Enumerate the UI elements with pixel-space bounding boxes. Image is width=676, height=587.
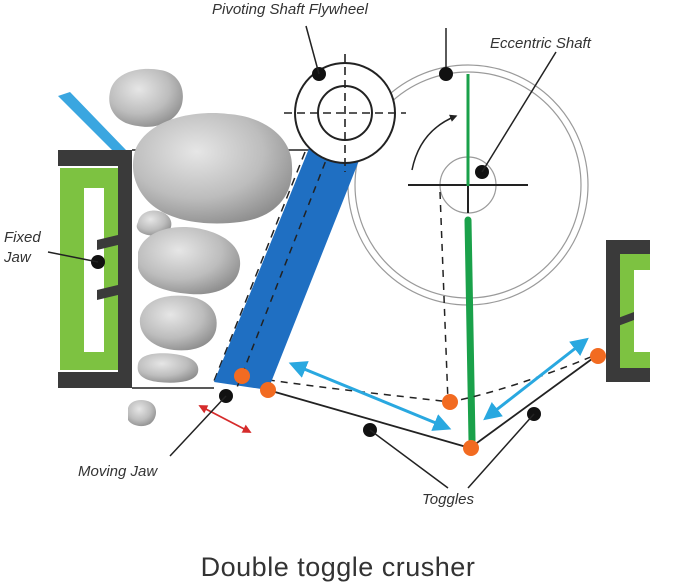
rotation-arrow	[411, 114, 458, 171]
leader-pivoting-shaft	[305, 25, 320, 75]
toggle-right	[469, 355, 597, 449]
pivot-jaw-lower	[234, 368, 250, 384]
leader-eccentric-shaft	[481, 51, 557, 173]
label-fixed-jaw-line2: Jaw	[3, 249, 32, 266]
right-frame	[606, 240, 650, 382]
moving-jaw	[214, 146, 360, 390]
label-toggles: Toggles	[422, 491, 474, 508]
pivot-pitman	[463, 440, 479, 456]
pivoting-shaft-flywheel	[284, 54, 406, 172]
leader-toggle-right	[467, 413, 535, 489]
rock-bottom	[137, 353, 199, 383]
leader-fixed-jaw	[47, 251, 99, 263]
rock-mid-2	[139, 295, 217, 351]
feed-chute	[58, 92, 126, 154]
rock-mid-1	[138, 227, 241, 295]
pivot-pitman-dashed	[442, 394, 458, 410]
pivot-jaw-toggle	[260, 382, 276, 398]
leader-moving-jaw	[169, 395, 227, 457]
pitman-lower	[464, 216, 476, 444]
rock-large	[132, 113, 293, 224]
motion-arrow-right	[483, 337, 589, 421]
label-pivoting-shaft-flywheel: Pivoting Shaft Flywheel	[212, 1, 369, 18]
moving-jaw-motion-arrow	[198, 405, 252, 433]
label-moving-jaw: Moving Jaw	[78, 463, 158, 480]
toggle-left	[267, 389, 471, 449]
rock-fallen	[128, 400, 156, 427]
label-fixed-jaw-line1: Fixed	[4, 229, 41, 246]
leader-toggle-left	[369, 429, 449, 489]
label-eccentric-shaft: Eccentric Shaft	[490, 35, 592, 52]
motion-arrow-left	[288, 361, 452, 431]
pivot-right	[590, 348, 606, 364]
fixed-jaw	[58, 150, 132, 388]
pitman-dashed	[439, 191, 449, 403]
callout-dot-flywheel-top	[439, 67, 453, 81]
toggle-dashed-path	[241, 353, 599, 403]
rock-small-1	[136, 210, 172, 236]
diagram-caption: Double toggle crusher	[201, 552, 476, 582]
rocks	[109, 68, 293, 427]
rock-top	[109, 68, 183, 127]
moving-jaw-dashed	[235, 149, 331, 391]
